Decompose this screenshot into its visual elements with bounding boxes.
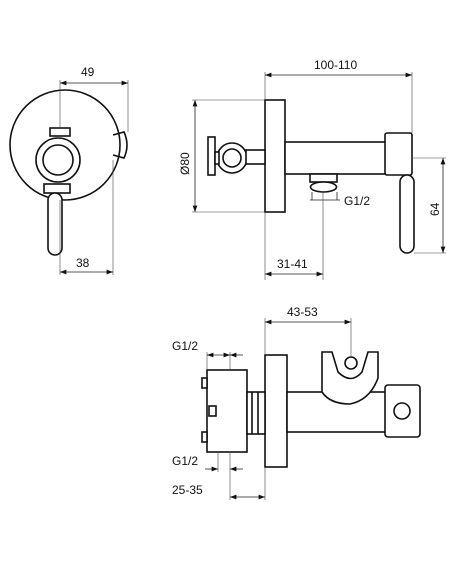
front-hose-ring-inner (42, 144, 74, 176)
side-holder-bracket (207, 136, 216, 176)
front-wall-plate (9, 89, 121, 201)
dim-front-width: 49 (81, 65, 95, 79)
top-hose-holder (321, 351, 379, 405)
dim-side-outlet-thread: G1/2 (344, 194, 370, 208)
top-wall-plate (264, 354, 288, 468)
dim-side-depth: 31-41 (277, 257, 308, 271)
top-thread-connector (246, 391, 266, 435)
side-wall-plate (264, 99, 286, 213)
dim-top-depth: 25-35 (172, 483, 203, 497)
front-holder-clip (112, 131, 128, 159)
front-lever-handle (47, 192, 63, 256)
top-view: 43-53 G1/2 G1/2 25-35 (172, 305, 421, 500)
side-valve-body (284, 141, 403, 175)
side-lever-handle (399, 174, 415, 254)
dim-front-handle-offset: 38 (76, 256, 90, 270)
dim-top-thread-lower: G1/2 (172, 454, 198, 468)
dim-top-holder-distance: 43-53 (287, 305, 318, 319)
side-outlet (309, 173, 338, 183)
dim-side-length: 100-110 (314, 58, 357, 72)
dim-side-diameter: Ø80 (178, 152, 192, 175)
side-view: 100-110 Ø80 G1/2 64 31-41 (178, 58, 446, 280)
top-valve-outlet (393, 402, 411, 420)
side-valve-head (384, 132, 413, 176)
front-ring-top (49, 127, 71, 137)
side-holder-ring (216, 142, 248, 174)
front-view: 49 38 (9, 65, 129, 275)
dim-side-handle-height: 64 (428, 202, 442, 216)
front-lever-base (43, 183, 71, 194)
dim-top-thread-upper: G1/2 (172, 339, 198, 353)
side-holder-arm (245, 149, 266, 165)
